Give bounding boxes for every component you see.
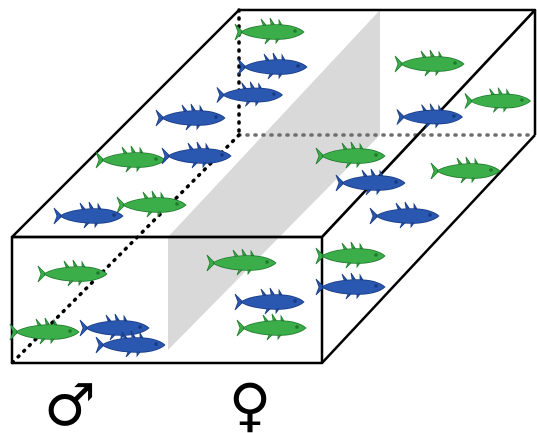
fish-green (95, 145, 166, 173)
fish-green (116, 190, 187, 218)
fish-layer (9, 17, 531, 358)
fish-green (236, 313, 307, 341)
fish-blue (315, 272, 386, 300)
fish-blue (155, 103, 226, 131)
fish-blue (237, 52, 308, 80)
fish-blue (161, 141, 232, 169)
fish-blue (53, 201, 124, 229)
fish-blue (79, 313, 150, 341)
fish-blue (234, 287, 305, 315)
fish-green (206, 248, 277, 276)
fish-green (464, 87, 531, 113)
fish-green (37, 259, 108, 287)
fish-green (315, 241, 386, 269)
fish-blue (95, 330, 166, 358)
tank-outline (10, 8, 537, 365)
fish-blue (369, 201, 440, 229)
fish-green (394, 49, 465, 77)
male-symbol-label: ♂ (44, 371, 96, 433)
fish-blue (216, 81, 283, 107)
fish-blue (335, 168, 406, 196)
fish-green (9, 317, 80, 345)
fish-green (234, 17, 305, 45)
fish-green (315, 141, 386, 169)
female-symbol-label: ♀ (229, 371, 271, 433)
fish-green (430, 156, 501, 184)
fish-blue (396, 103, 463, 129)
